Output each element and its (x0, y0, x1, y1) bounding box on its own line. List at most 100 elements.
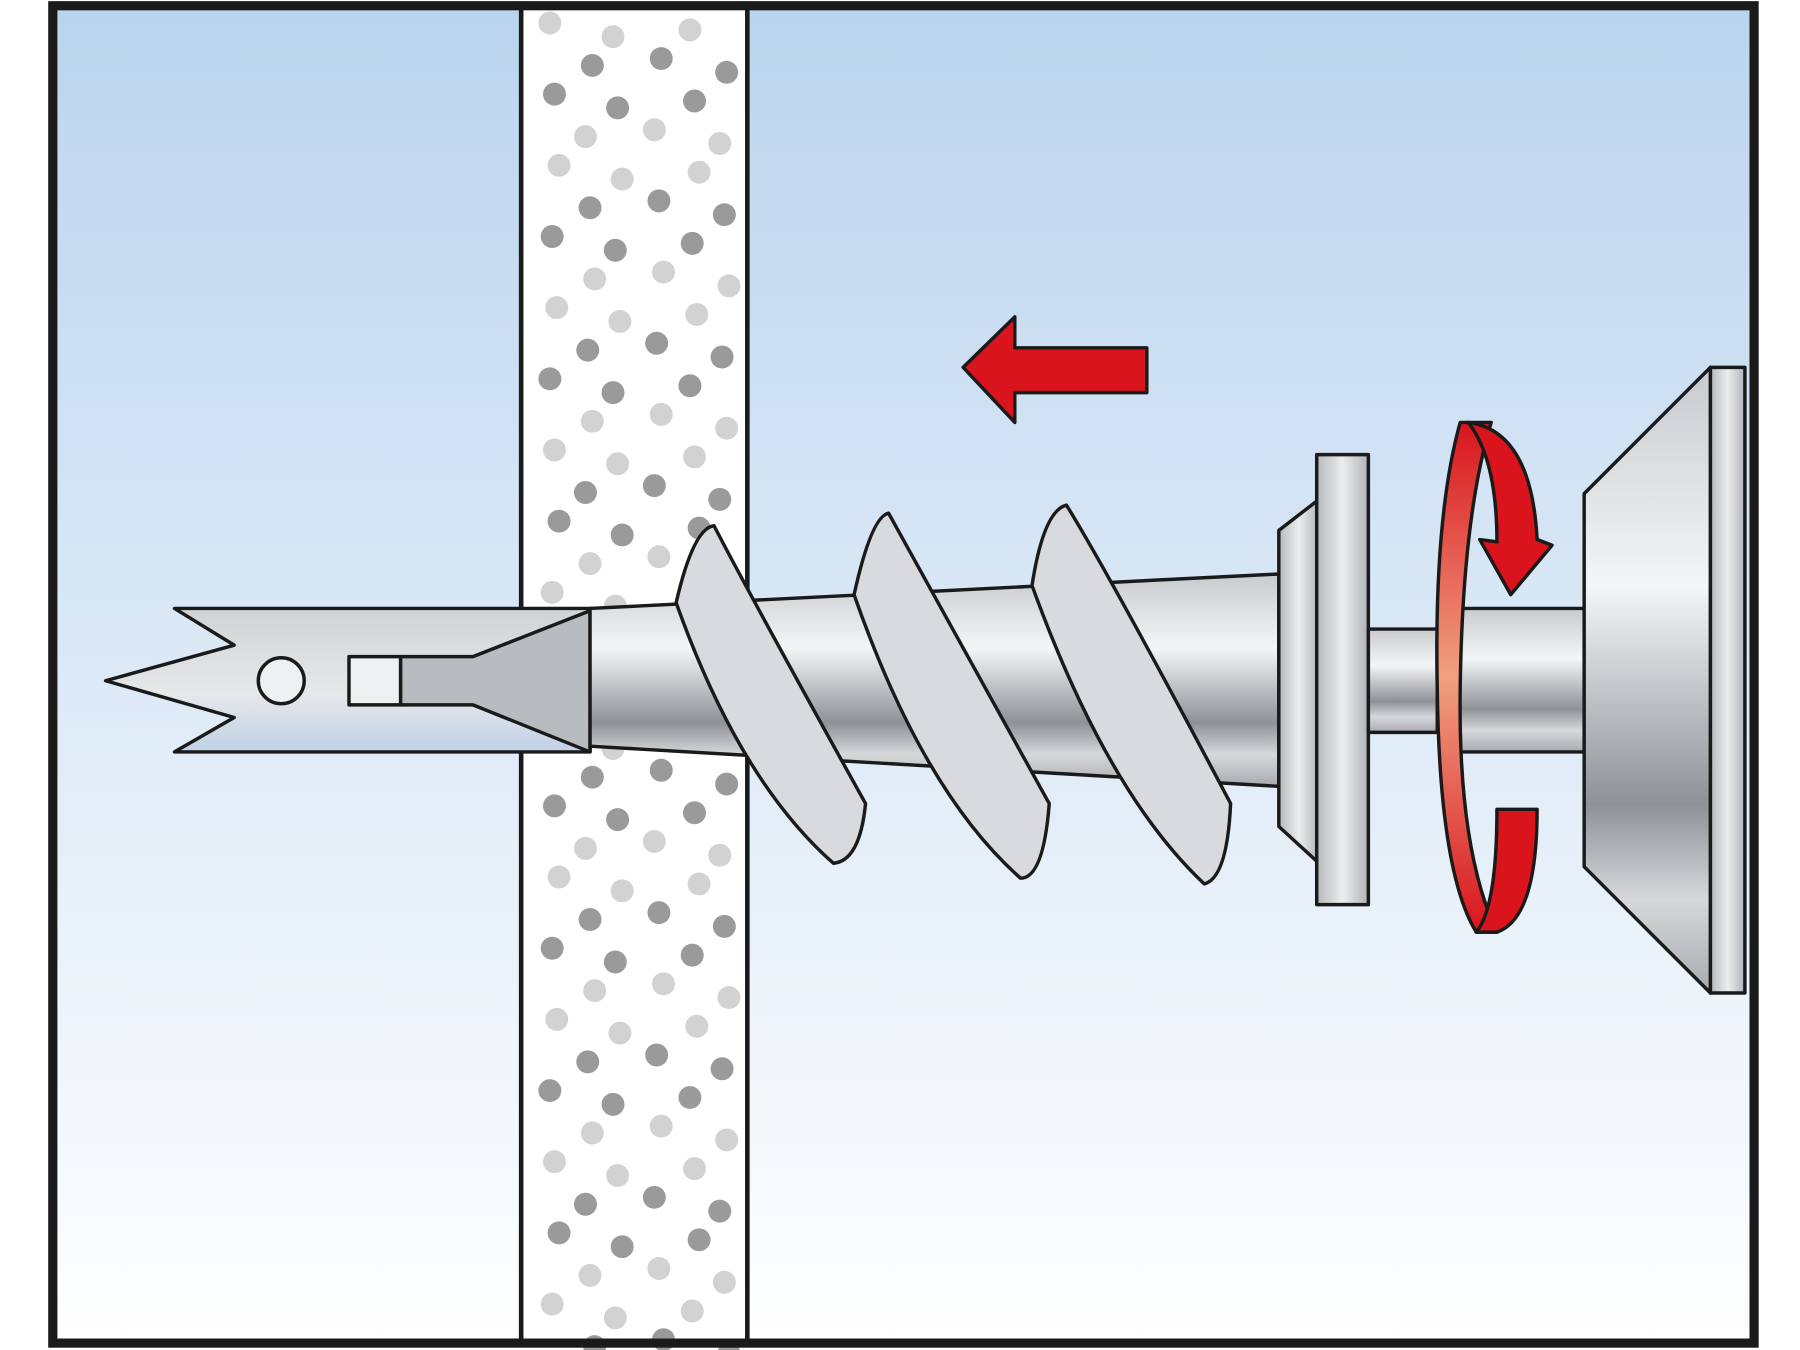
wall-dot (610, 523, 634, 547)
wall-dot (708, 487, 732, 511)
wall-dot (678, 1085, 702, 1109)
wall-dot (540, 225, 564, 248)
wall-dot (538, 11, 562, 35)
wall-dot (685, 1014, 709, 1038)
wall-dot (678, 18, 702, 42)
wall-dot (545, 1007, 569, 1031)
wall-dot (683, 1157, 706, 1181)
wall-dot (603, 950, 627, 974)
wall-dot (649, 402, 673, 426)
wall-dot (647, 545, 671, 569)
driver-bit (1366, 606, 1586, 754)
wall-dot (712, 1270, 736, 1294)
wall-dot (542, 794, 566, 818)
wall-dot (687, 1228, 711, 1252)
wall-dot (540, 580, 564, 604)
drill-chuck (1582, 365, 1747, 995)
wall-dot (601, 381, 625, 405)
wall-dot (540, 1292, 564, 1316)
wall-dot (545, 296, 569, 320)
wall-dot (647, 901, 671, 925)
wall-dot (680, 943, 704, 967)
wall-dot (573, 836, 597, 860)
wall-dot (683, 89, 706, 113)
wall-dot (580, 409, 604, 433)
wall-dot (680, 1299, 704, 1323)
wall-dot (642, 829, 666, 853)
wall-dot (649, 47, 673, 71)
wall-dot (542, 82, 566, 106)
wall-dot (678, 374, 702, 398)
wall-dot (642, 474, 666, 498)
wall-dot (601, 1092, 625, 1116)
frame-border (48, 1, 1759, 1348)
wall-dot (608, 309, 632, 333)
wall-dot (715, 1128, 739, 1152)
push-direction-arrow-icon (961, 315, 1149, 425)
wall-dot (685, 303, 709, 327)
wall-dot (717, 986, 741, 1010)
wall-dot (647, 1257, 671, 1280)
wall-dot (712, 914, 736, 938)
wall-dot (715, 60, 739, 84)
wall-dot (683, 801, 706, 825)
wall-dot (708, 1199, 732, 1223)
wall-dot (603, 1306, 627, 1330)
wall-dot (583, 979, 607, 1003)
wall-dot (542, 438, 566, 462)
wall-dot (608, 1021, 632, 1045)
wall-dot (610, 1235, 634, 1259)
wall-dot (708, 132, 732, 155)
wall-dot (717, 274, 741, 298)
wall-dot (542, 1150, 566, 1174)
wall-dot (578, 196, 602, 220)
wall-dot (715, 772, 739, 796)
wall-dot (580, 53, 604, 77)
wall-dot (573, 1192, 597, 1216)
wall-dot (578, 552, 602, 576)
wall-dot (610, 879, 634, 903)
wall-dot (647, 189, 671, 213)
wall-dot (687, 160, 711, 184)
wall-dot (645, 331, 669, 355)
wall-dot (649, 758, 673, 782)
wall-dot (576, 1050, 600, 1074)
wall-dot (578, 908, 602, 931)
wall-dot (583, 267, 607, 291)
wall-dot (687, 872, 711, 896)
wall-dot (580, 1121, 604, 1145)
wall-dot (601, 25, 625, 49)
wall-dot (710, 345, 734, 369)
wall-dot (708, 843, 732, 867)
anchor-tip (103, 606, 592, 754)
wall-dot (606, 808, 630, 832)
wall-dot (576, 338, 600, 362)
wall-dot (610, 167, 634, 191)
wall-dot (680, 231, 704, 255)
wall-dot (580, 765, 604, 789)
wall-dot (652, 972, 675, 996)
wall-dot (606, 452, 630, 476)
wall-dot (538, 367, 562, 391)
wall-dot (683, 445, 706, 469)
wall-dot (573, 125, 597, 149)
wall-dot (715, 416, 739, 440)
wall-dot (645, 1043, 669, 1067)
wall-dot (538, 1079, 562, 1103)
wall-dot (606, 96, 630, 120)
wall-dot (547, 509, 571, 533)
wall-dot (578, 1263, 602, 1287)
wall-dot (603, 238, 627, 262)
anchor-body (588, 503, 1281, 886)
anchor-flange (1277, 452, 1371, 907)
wall-dot (649, 1114, 673, 1138)
wall-dot (547, 1221, 571, 1245)
wall-dot (547, 153, 571, 177)
wall-dot (710, 1057, 734, 1081)
rotation-arrow (1435, 420, 1554, 934)
wall-texture-dots (538, 11, 741, 1350)
wall-dot (652, 260, 675, 284)
wall-dot (547, 865, 571, 889)
wall-dot (540, 936, 564, 960)
